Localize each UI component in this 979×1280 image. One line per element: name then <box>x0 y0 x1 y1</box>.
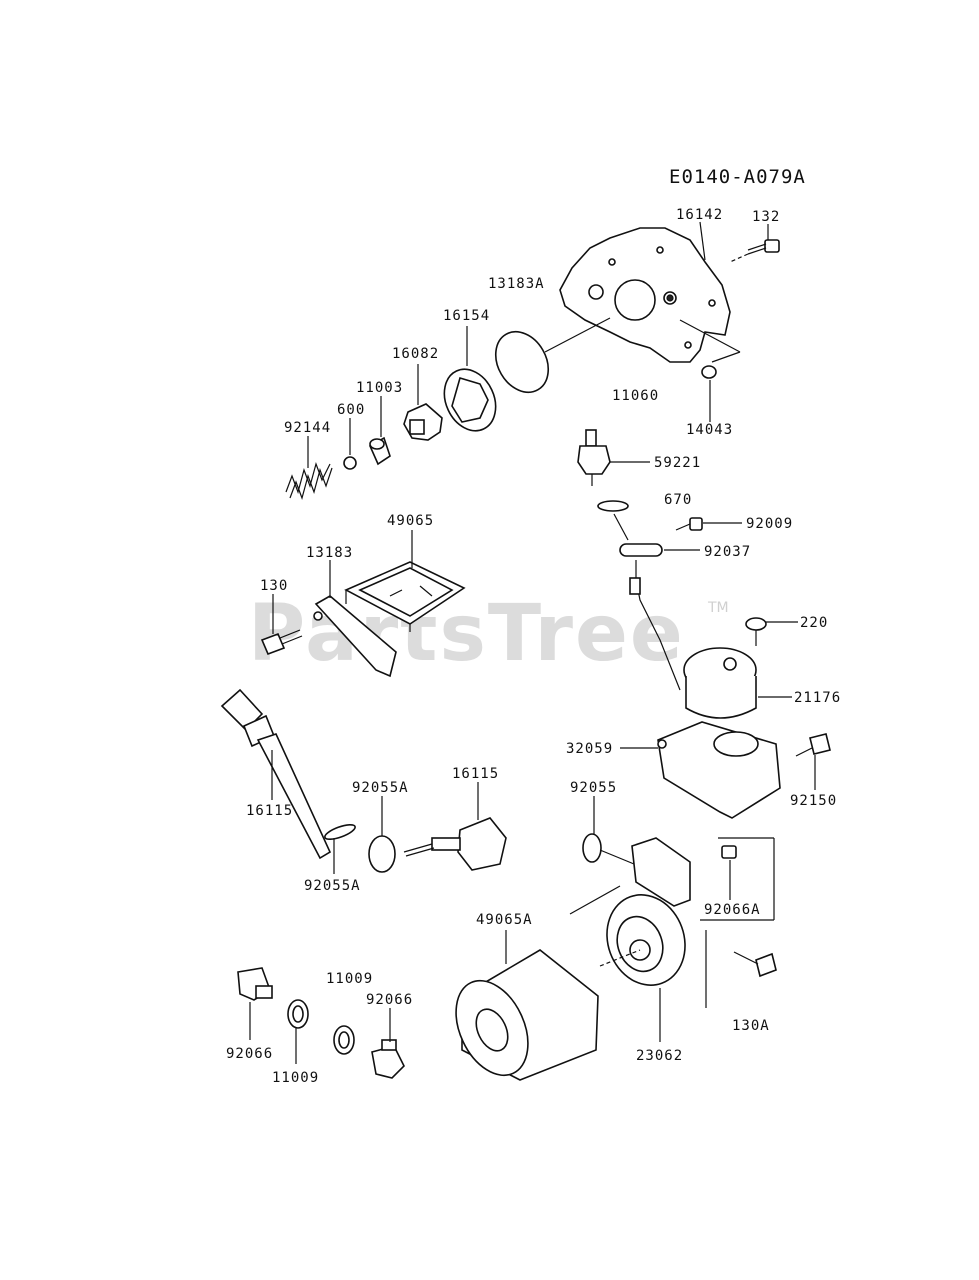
drain-plug-92066-left[interactable] <box>237 967 273 1001</box>
sleeve-11003[interactable] <box>368 436 391 466</box>
label-130A: 130A <box>732 1018 770 1034</box>
bolt-132[interactable] <box>747 239 780 255</box>
oil-screen-49065[interactable] <box>344 561 466 632</box>
label-59221: 59221 <box>654 455 701 471</box>
filter-adapter-23062[interactable] <box>595 837 698 996</box>
watermark-trademark: TM <box>707 600 729 616</box>
label-92009: 92009 <box>746 516 793 532</box>
ball-600[interactable] <box>343 456 357 470</box>
screw-220[interactable] <box>745 617 767 646</box>
label-16082: 16082 <box>392 346 439 362</box>
plate-13183[interactable] <box>313 595 397 678</box>
diagram-code: E0140-A079A <box>669 166 806 188</box>
label-13183: 13183 <box>306 545 353 561</box>
label-92144: 92144 <box>284 420 331 436</box>
label-11060: 11060 <box>612 388 659 404</box>
label-670: 670 <box>664 492 692 508</box>
label-92037: 92037 <box>704 544 751 560</box>
o-ring-92055[interactable] <box>582 833 602 863</box>
label-92055A-top: 92055A <box>352 780 409 796</box>
o-ring-670[interactable] <box>597 500 629 512</box>
plug-92066A[interactable] <box>721 845 737 859</box>
label-92066-left: 92066 <box>226 1046 273 1062</box>
bolt-92150[interactable] <box>795 733 831 757</box>
label-16115-left: 16115 <box>246 803 293 819</box>
washer-11009-right[interactable] <box>333 1025 355 1055</box>
label-49065: 49065 <box>387 513 434 529</box>
oil-filter-49065A[interactable] <box>442 949 599 1087</box>
label-11003: 11003 <box>356 380 403 396</box>
washer-11009-left[interactable] <box>287 999 309 1029</box>
gasket-13183A[interactable] <box>485 322 559 401</box>
clamp-92037[interactable] <box>619 543 663 557</box>
label-92150: 92150 <box>790 793 837 809</box>
label-92066A: 92066A <box>704 902 761 918</box>
label-92055: 92055 <box>570 780 617 796</box>
oil-pump-cover-16142[interactable] <box>559 227 731 363</box>
label-92055A-bottom: 92055A <box>304 878 361 894</box>
bolt-130[interactable] <box>260 629 303 656</box>
label-220: 220 <box>800 615 828 631</box>
bolt-130A[interactable] <box>733 951 777 978</box>
label-13183A: 13183A <box>488 276 545 292</box>
label-11009-bottom: 11009 <box>272 1070 319 1086</box>
oil-pressure-switch-59221[interactable] <box>577 429 611 486</box>
outer-rotor-16154[interactable] <box>435 361 506 439</box>
drain-plug-92066-right[interactable] <box>371 1039 405 1079</box>
label-92066-right: 92066 <box>366 992 413 1008</box>
label-130: 130 <box>260 578 288 594</box>
o-ring-92055A-large[interactable] <box>368 835 396 873</box>
pin-14043[interactable] <box>701 365 717 379</box>
label-600: 600 <box>337 402 365 418</box>
oil-filler-cap-16115[interactable] <box>403 817 507 871</box>
label-49065A: 49065A <box>476 912 533 928</box>
screw-92009[interactable] <box>675 517 703 531</box>
label-132: 132 <box>752 209 780 225</box>
o-ring-92055A-small[interactable] <box>323 822 356 842</box>
bracket-32059[interactable] <box>657 721 781 819</box>
inner-rotor-16082[interactable] <box>403 403 443 441</box>
label-16115-right: 16115 <box>452 766 499 782</box>
label-11009-top: 11009 <box>326 971 373 987</box>
label-32059: 32059 <box>566 741 613 757</box>
spring-92144[interactable] <box>285 462 333 500</box>
label-14043: 14043 <box>686 422 733 438</box>
label-16154: 16154 <box>443 308 490 324</box>
label-16142: 16142 <box>676 207 723 223</box>
label-21176: 21176 <box>794 690 841 706</box>
watermark: PartsTree <box>248 589 685 679</box>
dipstick-16115[interactable] <box>220 688 332 860</box>
sensor-21176[interactable] <box>683 647 757 719</box>
label-23062: 23062 <box>636 1048 683 1064</box>
